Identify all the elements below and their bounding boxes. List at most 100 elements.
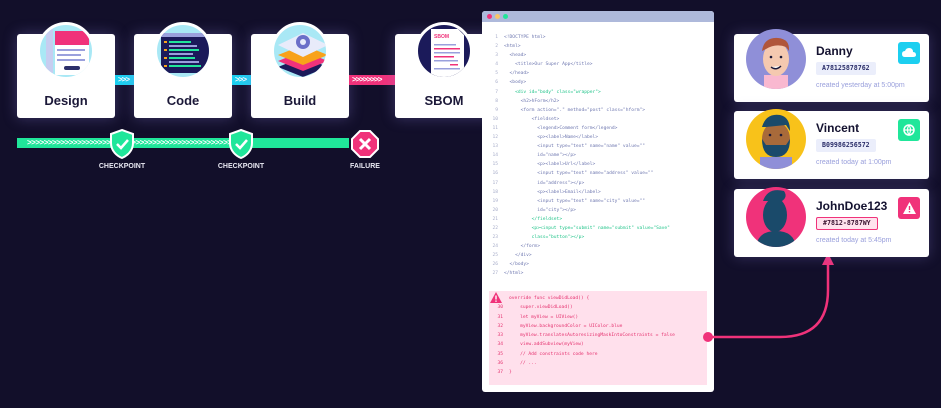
code-text: class="button"></p> <box>504 235 585 241</box>
code-editor-window: 1<!DOCTYPE html>2<html>3 <head>4 <title>… <box>482 11 714 392</box>
created-timestamp: created today at 5:45pm <box>816 237 892 244</box>
code-text: <head> <box>504 53 527 59</box>
code-text: <input type="text" name="address" value=… <box>504 171 654 177</box>
shield-check-icon <box>229 129 253 159</box>
error-code-line: 34 view.addSubview(myView) <box>489 340 707 349</box>
code-text: id="name"></p> <box>504 153 576 159</box>
line-number: 33 <box>497 333 503 339</box>
code-text: id="address"></p> <box>504 180 585 186</box>
stage-code: Code <box>134 22 232 118</box>
code-line: 21 </fieldset> <box>482 215 714 224</box>
code-line: 3 <head> <box>482 51 714 60</box>
code-text: myView.backgroundColor = UIColor.blue <box>509 323 623 329</box>
code-line: 12 <p><label>Name</label> <box>482 133 714 142</box>
avatar <box>746 29 806 89</box>
code-line: 10 <fieldset> <box>482 115 714 124</box>
line-number: 1 <box>495 35 498 40</box>
code-line: 4 <title>Our Super App</title> <box>482 60 714 69</box>
code-text: let myView = UIView() <box>509 314 579 320</box>
globe-icon[interactable] <box>898 119 920 141</box>
line-number <box>489 294 509 303</box>
line-number: 21 <box>492 216 498 222</box>
user-id: B09986256572 <box>816 139 876 152</box>
code-line: 13 <input type="text" name="name" value=… <box>482 142 714 151</box>
line-number: 3 <box>495 53 498 59</box>
connector-arrows: >>> <box>115 75 134 85</box>
stage-label: Design <box>44 93 88 108</box>
code-text: </body> <box>504 262 529 268</box>
code-text: <p><label>Email</label> <box>504 189 601 195</box>
line-number: 9 <box>495 107 498 113</box>
line-number: 25 <box>492 253 498 259</box>
code-text: <h2>hForm</h2> <box>504 98 560 104</box>
code-text: } <box>509 370 512 376</box>
code-text: <legend>Comment form</legend> <box>504 125 618 131</box>
line-number: 30 <box>497 305 503 311</box>
checkpoint-label: CHECKPOINT <box>217 163 265 170</box>
line-number: 22 <box>492 225 498 231</box>
code-text: <form action="." method="post" class="hf… <box>504 107 646 113</box>
minimize-dot[interactable] <box>495 14 500 19</box>
line-number: 24 <box>492 244 498 250</box>
error-code-line: 30 super.viewDidLoad() <box>489 303 707 312</box>
code-lines: 1<!DOCTYPE html>2<html>3 <head>4 <title>… <box>482 33 714 279</box>
close-dot[interactable] <box>487 14 492 19</box>
error-code-lines: override func viewDidLoad() {30 super.vi… <box>489 294 707 378</box>
code-line: 25 </div> <box>482 251 714 260</box>
user-card[interactable]: JohnDoe123 #7812-8787WY created today at… <box>734 187 929 257</box>
warning-icon[interactable] <box>898 197 920 219</box>
avatar <box>746 109 806 169</box>
line-number: 19 <box>492 198 498 204</box>
code-line: 15 <p><label>Url</label> <box>482 160 714 169</box>
user-card[interactable]: Danny A78125878762 created yesterday at … <box>734 29 929 102</box>
progress-track: >>>>>>>>>>>>>>>>>>>>>>>>>>>>>>>>>>>>>>>>… <box>17 138 349 148</box>
line-number: 14 <box>492 153 498 159</box>
error-code-line: override func viewDidLoad() { <box>489 294 707 303</box>
stage-design: Design <box>17 22 115 118</box>
code-line: 19 <input type="text" name="city" value=… <box>482 197 714 206</box>
user-name: Vincent <box>816 121 860 135</box>
code-text: id="city"></p> <box>504 207 576 213</box>
line-number: 20 <box>492 207 498 213</box>
code-window-icon <box>154 22 212 80</box>
code-line: 7 <div id="body" class="wrapper"> <box>482 88 714 97</box>
user-card[interactable]: Vincent B09986256572 created today at 1:… <box>734 109 929 179</box>
code-text: <body> <box>504 80 527 86</box>
line-number: 34 <box>497 342 503 348</box>
editor-titlebar <box>482 11 714 22</box>
error-code-line: 35 // Add constraints code here <box>489 350 707 359</box>
code-line: 1<!DOCTYPE html> <box>482 33 714 42</box>
line-number: 8 <box>495 98 498 104</box>
line-number: 11 <box>492 125 498 131</box>
code-text: </fieldset> <box>504 216 563 222</box>
checkpoint-label: CHECKPOINT <box>98 163 146 170</box>
sbom-doc-title: SBOM <box>434 34 449 40</box>
line-number: 37 <box>497 370 503 376</box>
code-text: </form> <box>504 244 540 250</box>
error-code-line: 36 // ... <box>489 359 707 368</box>
connector-arrows: >>>>>>>> <box>349 75 395 85</box>
cloud-icon[interactable] <box>898 42 920 64</box>
link-arrow <box>703 253 834 342</box>
code-text: <p><input type="submit" name="submit" va… <box>504 225 670 231</box>
code-line: 23 class="button"></p> <box>482 233 714 242</box>
line-number: 6 <box>495 80 498 86</box>
error-code-line: 31 let myView = UIView() <box>489 313 707 322</box>
line-number: 23 <box>492 235 498 241</box>
line-number: 32 <box>497 323 503 329</box>
code-line: 22 <p><input type="submit" name="submit"… <box>482 224 714 233</box>
code-text: <p><label>Url</label> <box>504 162 596 168</box>
code-text: </div> <box>504 253 532 259</box>
stage-build: Build <box>251 22 349 118</box>
code-line: 14 id="name"></p> <box>482 151 714 160</box>
line-number: 15 <box>492 162 498 168</box>
error-code-line: 37} <box>489 368 707 377</box>
code-text: <input type="text" name="city" value="" <box>504 198 646 204</box>
maximize-dot[interactable] <box>503 14 508 19</box>
code-text: <div id="body" class="wrapper"> <box>504 89 601 95</box>
code-text: // Add constraints code here <box>509 351 598 357</box>
line-number: 31 <box>497 314 503 320</box>
code-text: <input type="text" name="name" value="" <box>504 144 646 150</box>
line-number: 2 <box>495 44 498 50</box>
line-number: 17 <box>492 180 498 186</box>
